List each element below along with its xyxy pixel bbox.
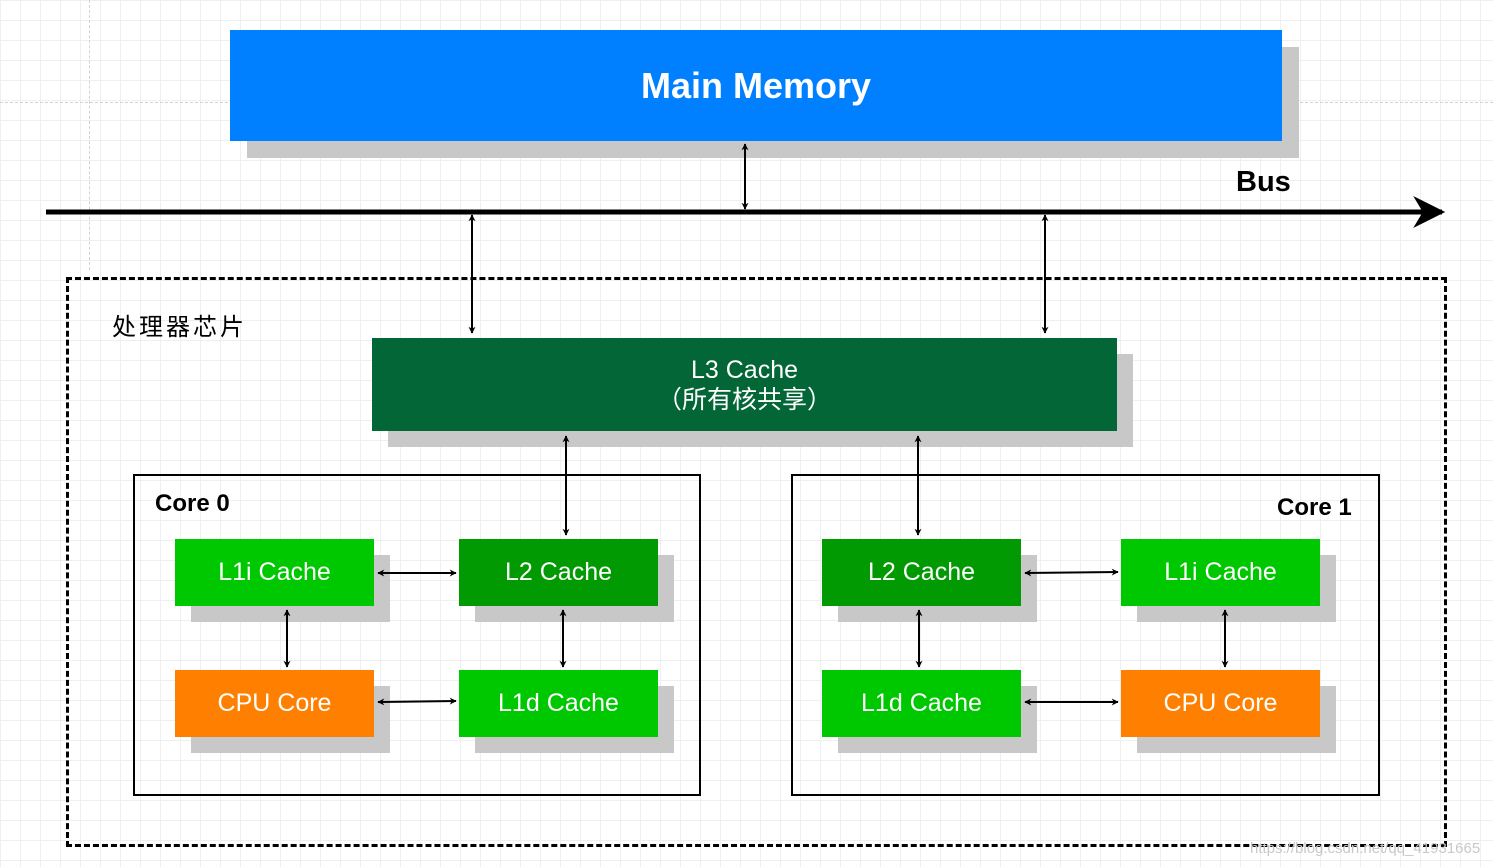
core1-l1d-cache-label: L1d Cache <box>861 689 982 717</box>
l3-cache-shared-note: （所有核共享） <box>656 385 832 414</box>
core1-l2-cache-block[interactable]: L2 Cache <box>822 539 1021 606</box>
core0-label: Core 0 <box>155 490 230 517</box>
core1-label: Core 1 <box>1277 494 1352 521</box>
core1-l1i-cache-label: L1i Cache <box>1164 558 1277 586</box>
core0-l1d-cache-label: L1d Cache <box>498 689 619 717</box>
watermark-text: https://blog.csdn.net/qq_41931665 <box>1250 840 1481 857</box>
processor-chip-container <box>66 277 1447 847</box>
guide-line-vertical <box>89 0 90 270</box>
core1-cpu-core-label: CPU Core <box>1163 689 1278 717</box>
bus-label: Bus <box>1236 166 1291 198</box>
core0-container <box>133 474 701 796</box>
l3-cache-block[interactable]: L3 Cache （所有核共享） <box>372 338 1117 431</box>
core0-cpu-l1d-arrow <box>377 697 457 706</box>
processor-chip-label: 处理器芯片 <box>112 313 247 341</box>
core0-l1i-cache-label: L1i Cache <box>218 558 331 586</box>
main-memory-block[interactable]: Main Memory <box>230 30 1282 141</box>
core0-l1i-cache-block[interactable]: L1i Cache <box>175 539 374 606</box>
core0-cpu-core-label: CPU Core <box>217 689 332 717</box>
core0-l1d-cache-block[interactable]: L1d Cache <box>459 670 658 737</box>
main-memory-label: Main Memory <box>640 64 872 106</box>
core0-l2-cache-block[interactable]: L2 Cache <box>459 539 658 606</box>
core0-l2-cache-label: L2 Cache <box>504 558 613 586</box>
core1-l2-cache-label: L2 Cache <box>867 558 976 586</box>
core0-cpu-core-block[interactable]: CPU Core <box>175 670 374 737</box>
core1-l1d-cache-block[interactable]: L1d Cache <box>822 670 1021 737</box>
core1-cpu-core-block[interactable]: CPU Core <box>1121 670 1320 737</box>
core1-container <box>791 474 1380 796</box>
l3-cache-label: L3 Cache <box>690 355 799 384</box>
core1-l2-l1i-arrow <box>1024 568 1119 577</box>
core1-l1i-cache-block[interactable]: L1i Cache <box>1121 539 1320 606</box>
